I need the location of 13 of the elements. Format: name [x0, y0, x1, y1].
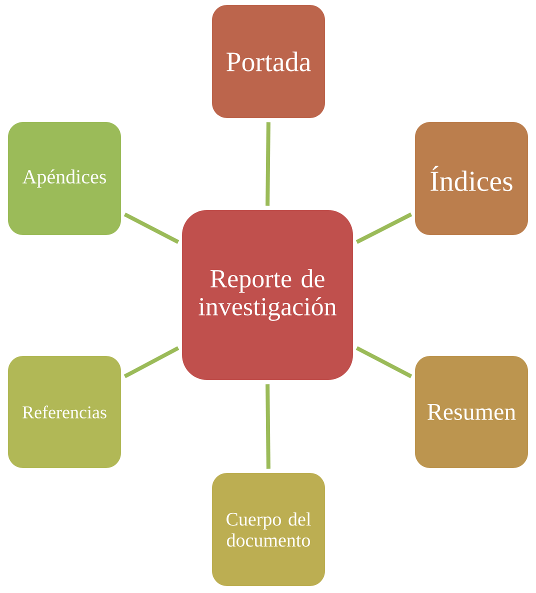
topic-box: Apéndices [8, 122, 121, 235]
topic-box: Resumen [415, 356, 528, 468]
topic-box: Referencias [8, 356, 121, 468]
central-topic-box: Reporte de investigación [182, 210, 353, 380]
connector-line [266, 122, 270, 206]
connector-line [356, 346, 412, 378]
topic-box: Índices [415, 122, 528, 235]
connector-line [124, 212, 180, 244]
connector-line [124, 346, 180, 378]
topic-box: Cuerpo del documento [212, 473, 325, 586]
connector-line [266, 384, 270, 469]
topic-box: Portada [212, 5, 325, 118]
connector-line [356, 212, 412, 244]
